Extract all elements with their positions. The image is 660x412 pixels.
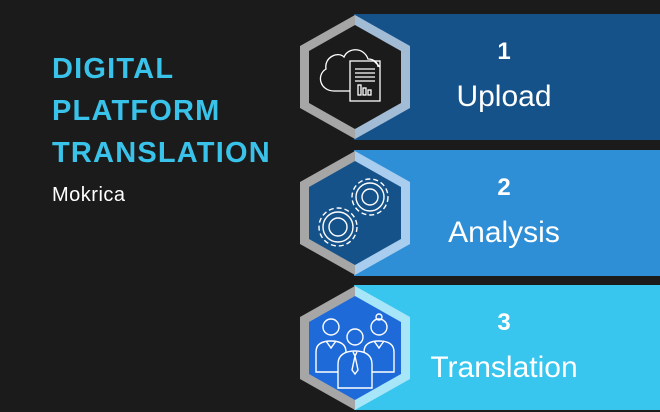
cloud-document-icon bbox=[319, 49, 381, 102]
step-number: 3 bbox=[497, 309, 511, 336]
title: DIGITAL PLATFORM TRANSLATION bbox=[52, 48, 271, 174]
title-line-3: TRANSLATION bbox=[52, 137, 271, 169]
hex-badge-upload bbox=[298, 13, 412, 141]
step-number: 1 bbox=[497, 38, 511, 65]
step-label: Translation bbox=[430, 351, 578, 384]
gears-icon bbox=[318, 178, 389, 247]
hex-badge-translation bbox=[298, 284, 412, 412]
step-number: 2 bbox=[497, 174, 511, 201]
hex-badge-analysis bbox=[298, 149, 412, 277]
step-label: Upload bbox=[456, 80, 552, 113]
title-line-1: DIGITAL bbox=[52, 53, 175, 85]
title-line-2: PLATFORM bbox=[52, 95, 221, 127]
team-icon bbox=[315, 313, 395, 389]
subtitle: Mokrica bbox=[52, 184, 126, 206]
step-label: Analysis bbox=[448, 216, 560, 249]
